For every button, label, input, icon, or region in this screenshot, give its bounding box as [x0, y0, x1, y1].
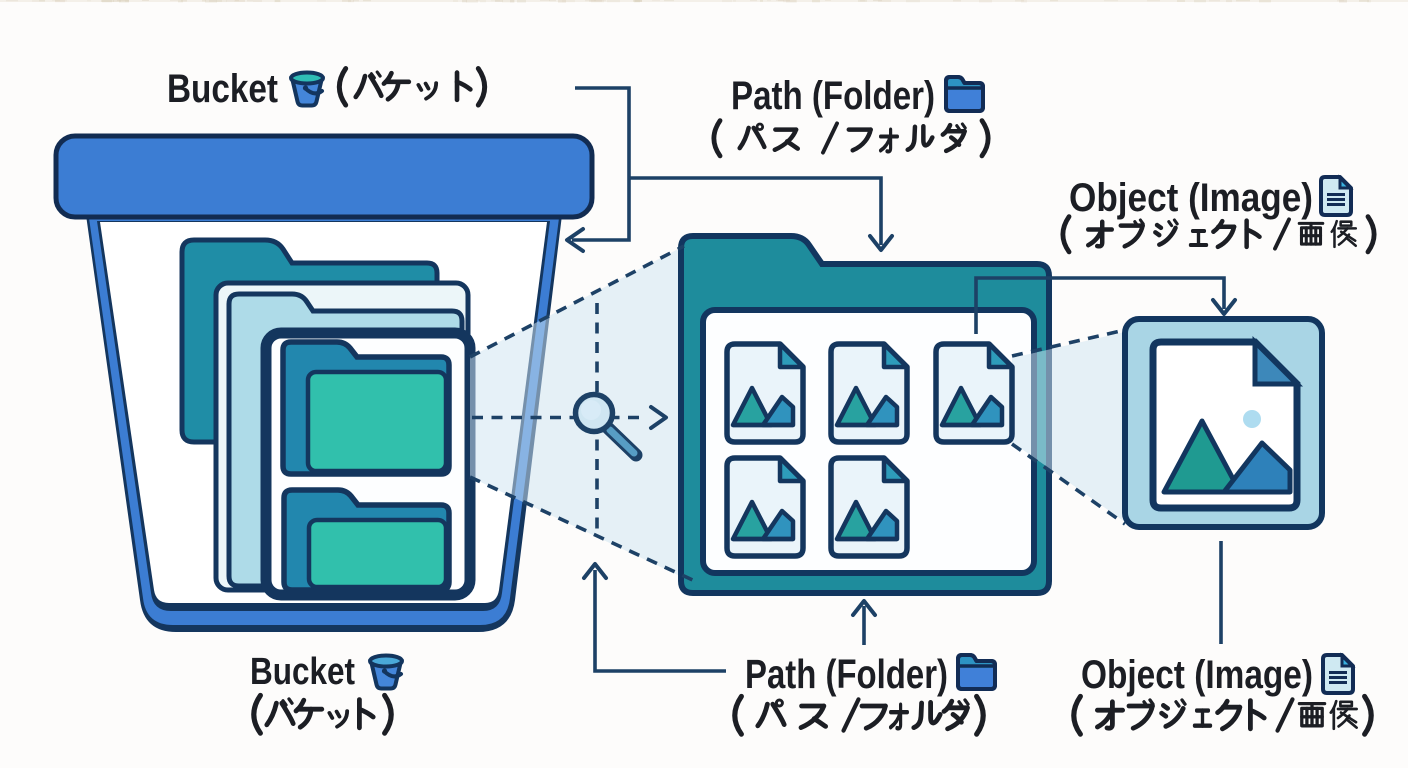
- svg-text:Path (Folder): Path (Folder): [745, 651, 948, 697]
- svg-text:Bucket: Bucket: [167, 67, 278, 111]
- svg-text:Path (Folder): Path (Folder): [731, 74, 935, 118]
- svg-text:Object (Image): Object (Image): [1069, 176, 1313, 220]
- svg-text:Bucket: Bucket: [250, 651, 355, 693]
- svg-text:Object (Image): Object (Image): [1081, 653, 1313, 697]
